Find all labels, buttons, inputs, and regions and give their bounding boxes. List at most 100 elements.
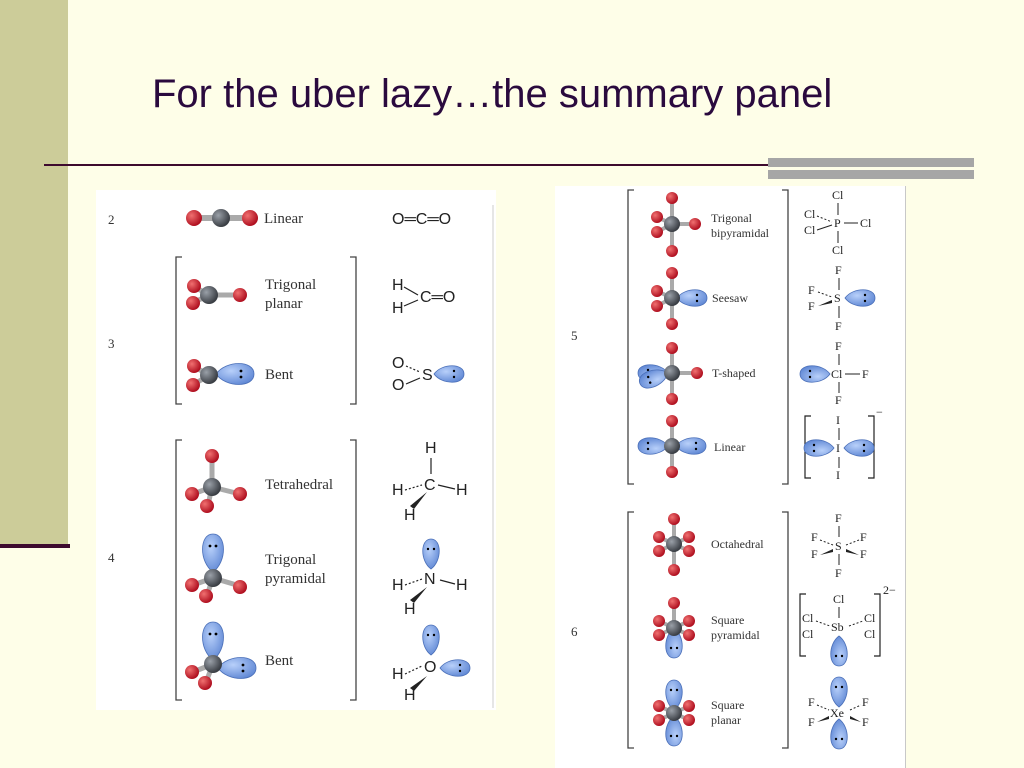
svg-text:O: O (392, 355, 404, 372)
geometry-t-shaped: T-shaped (712, 366, 756, 380)
svg-text:I: I (836, 468, 840, 482)
svg-text:C: C (424, 477, 436, 494)
svg-text:F: F (835, 319, 842, 333)
domain-count-4: 4 (108, 550, 115, 565)
domain-count-3: 3 (108, 336, 115, 351)
svg-text:F: F (835, 511, 842, 525)
svg-text:P: P (834, 216, 841, 230)
svg-text:I: I (836, 441, 840, 455)
title-rule-bar-top (768, 158, 974, 167)
svg-text:F: F (808, 695, 815, 709)
geometry-trigonal-planar-line1: Trigonal (265, 277, 316, 293)
square-pyramidal-model (653, 597, 695, 659)
example-sf4: F F F S F (808, 263, 876, 333)
bracket-6-right (782, 511, 789, 749)
trigonal-planar-model (186, 279, 247, 310)
example-h2o: H O H (392, 624, 471, 704)
sidebar-underline (0, 544, 70, 548)
svg-text:H: H (392, 277, 404, 294)
svg-text:H: H (456, 482, 468, 499)
svg-text:F: F (862, 715, 869, 729)
svg-text:I: I (836, 413, 840, 427)
geometry-square-planar-line1: Square (711, 698, 744, 712)
slide-title: For the uber lazy…the summary panel (152, 72, 833, 116)
title-rule-bar-bottom (768, 170, 974, 179)
svg-text:H: H (404, 687, 416, 704)
bracket-5-left (627, 189, 634, 485)
example-pcl5: Cl Cl Cl P Cl Cl (804, 188, 872, 257)
bracket-5-right (782, 189, 789, 485)
svg-text:Cl: Cl (864, 611, 876, 625)
svg-text:H: H (392, 482, 404, 499)
t-shaped-model (636, 342, 703, 405)
svg-text:F: F (811, 530, 818, 544)
geometry-linear-5: Linear (714, 440, 745, 454)
svg-text:F: F (835, 566, 842, 580)
bracket-6-left (627, 511, 634, 749)
example-xef4: F F F F Xe (808, 676, 869, 750)
geometry-trigonal-pyramidal-line1: Trigonal (265, 552, 316, 568)
svg-text:F: F (835, 339, 842, 353)
svg-text:C═O: C═O (420, 289, 455, 306)
geometry-trigonal-bipyramidal-line1: Trigonal (711, 211, 753, 225)
svg-text:H: H (392, 577, 404, 594)
example-h2co: H H C═O (392, 277, 455, 317)
bent-model-3 (186, 359, 255, 392)
right-diagram-panel (555, 186, 906, 768)
domain-count-5: 5 (571, 328, 578, 343)
svg-text:F: F (835, 393, 842, 407)
geometry-square-pyramidal-line2: pyramidal (711, 628, 760, 642)
svg-text:Cl: Cl (831, 367, 843, 381)
bracket-3-left (175, 256, 182, 405)
svg-text:2−: 2− (883, 583, 896, 597)
geometry-trigonal-pyramidal-line2: pyramidal (265, 571, 326, 587)
domain-count-6: 6 (571, 624, 578, 639)
example-nh3: H N H H (392, 538, 468, 618)
svg-text:Xe: Xe (830, 706, 844, 720)
svg-text:F: F (862, 695, 869, 709)
svg-text:F: F (835, 263, 842, 277)
bracket-4-right (350, 439, 357, 701)
geometry-bent-3: Bent (265, 367, 294, 383)
svg-text:Cl: Cl (804, 207, 816, 221)
example-sbcl5: 2− Cl Cl Cl Cl Cl Sb (799, 583, 896, 667)
example-clf3: F Cl F F (799, 339, 869, 407)
geometry-bent-4: Bent (265, 653, 294, 669)
geometry-trigonal-bipyramidal-line2: bipyramidal (711, 226, 770, 240)
linear-model-5 (637, 415, 707, 478)
svg-text:F: F (808, 299, 815, 313)
bracket-3-right (350, 256, 357, 405)
geometry-linear: Linear (264, 211, 303, 227)
geometry-tetrahedral: Tetrahedral (265, 477, 333, 493)
linear-model-2 (186, 209, 258, 227)
example-ch4: H H C H H (392, 440, 468, 524)
seesaw-model (651, 267, 708, 330)
octahedral-model (653, 513, 695, 576)
geometry-trigonal-planar-line2: planar (265, 296, 302, 312)
example-so2: O O S (392, 355, 465, 394)
svg-text:F: F (860, 530, 867, 544)
bracket-4-left (175, 439, 182, 701)
trigonal-pyramidal-model (185, 533, 247, 603)
sidebar-accent (0, 0, 68, 548)
svg-text:S: S (835, 539, 842, 553)
svg-text:F: F (811, 547, 818, 561)
svg-text:Cl: Cl (832, 243, 844, 257)
svg-text:Cl: Cl (832, 188, 844, 202)
geometry-square-planar-line2: planar (711, 713, 741, 727)
svg-text:H: H (404, 507, 416, 524)
svg-text:Cl: Cl (864, 627, 876, 641)
svg-text:F: F (808, 283, 815, 297)
left-diagram-panel (96, 190, 496, 710)
svg-text:Sb: Sb (831, 620, 844, 634)
title-rule (44, 164, 974, 166)
svg-text:O: O (424, 659, 436, 676)
geometry-seesaw: Seesaw (712, 291, 748, 305)
svg-text:H: H (425, 440, 437, 457)
square-planar-model (653, 679, 695, 747)
svg-text:S: S (422, 367, 433, 384)
svg-text:Cl: Cl (833, 592, 845, 606)
svg-text:Cl: Cl (802, 611, 814, 625)
svg-text:−: − (876, 405, 883, 419)
